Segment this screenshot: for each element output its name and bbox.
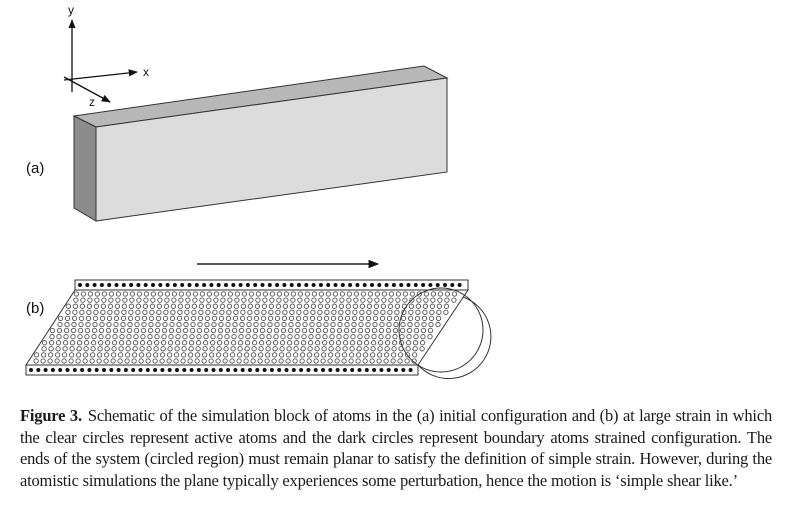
block-front-face: [95, 77, 448, 222]
panel-b-label: (b): [26, 300, 45, 317]
y-axis-label: y: [68, 3, 74, 17]
figure-caption: Figure 3.Schematic of the simulation blo…: [20, 405, 772, 491]
circled-region-left: [417, 296, 492, 380]
figure-graphic: y x z: [25, 3, 492, 380]
figure-3: y x z (a) (b): [25, 3, 492, 380]
caption-text: Schematic of the simulation block of ato…: [20, 406, 772, 490]
block-side-face: [73, 115, 97, 222]
x-axis-label: x: [143, 65, 149, 79]
active-region: [25, 289, 469, 366]
circled-end-region: [398, 287, 484, 373]
simulation-block-a: [72, 65, 449, 222]
caption-label: Figure 3.: [20, 406, 82, 425]
z-axis-label: z: [89, 95, 95, 109]
axes-icon: [63, 19, 138, 103]
sheared-lattice-b: [25, 279, 492, 380]
panel-a-label: (a): [26, 160, 45, 177]
